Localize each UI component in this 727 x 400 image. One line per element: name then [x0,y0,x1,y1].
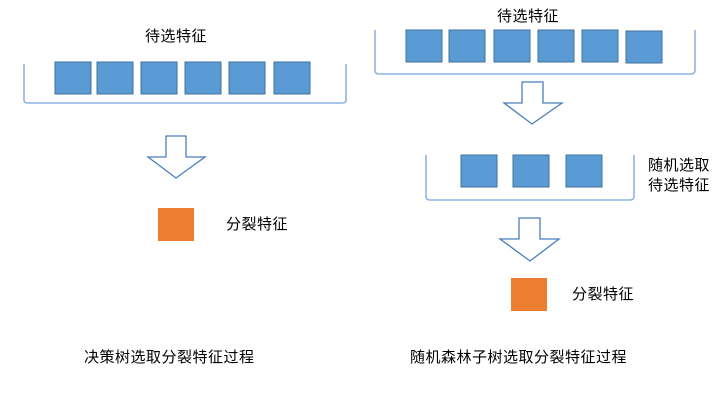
left-candidate-label: 待选特征 [145,27,208,45]
right-random-box [565,154,603,188]
right-candidate-box [493,29,531,63]
right-random-box [460,154,498,188]
left-candidate-box [273,61,311,95]
right-down-arrow-1 [502,81,565,125]
right-random-features [460,154,603,188]
left-caption: 决策树选取分裂特征过程 [84,348,255,366]
right-caption: 随机森林子树选取分裂特征过程 [410,348,628,366]
left-split-label: 分裂特征 [226,215,289,233]
left-candidate-box [228,61,266,95]
right-random-box [512,154,550,188]
right-candidate-box [625,30,663,64]
right-random-bracket [425,155,635,201]
left-candidate-features [54,61,311,95]
right-candidate-box [405,29,443,63]
left-split-feature-box [158,208,194,241]
right-candidate-label: 待选特征 [497,7,560,25]
right-candidate-features [405,29,663,64]
right-split-feature-box [511,278,547,311]
left-candidate-box [54,61,92,95]
left-down-arrow [146,135,208,179]
right-candidate-box [581,29,619,63]
right-split-label: 分裂特征 [572,285,635,303]
right-down-arrow-2 [498,217,561,262]
left-candidate-box [184,61,222,95]
right-random-label-line2: 待选特征 [648,176,711,194]
left-candidate-box [96,61,134,95]
right-candidate-box [537,29,575,63]
right-random-label-line1: 随机选取 [648,156,711,174]
right-candidate-bracket [374,30,696,75]
left-candidate-box [140,61,178,95]
right-candidate-box [448,29,486,63]
left-candidate-bracket [23,64,347,104]
